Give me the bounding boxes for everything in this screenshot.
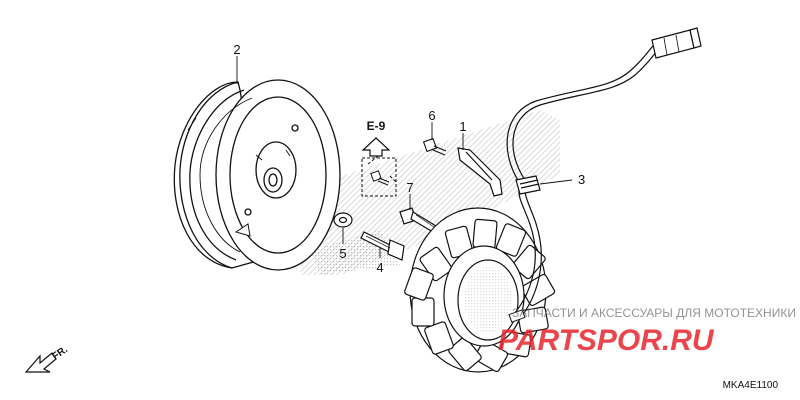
- reference-box: [361, 155, 397, 197]
- bolt-part-6: [422, 137, 447, 156]
- up-arrow-icon: [361, 137, 391, 157]
- drawing-code: MKA4E1100: [723, 380, 779, 391]
- callout-part-2: 2: [233, 42, 240, 57]
- stator-part-3: [404, 207, 556, 373]
- reference-label: E-9: [367, 119, 386, 133]
- wire-connector: [651, 27, 702, 59]
- callout-part-7: 7: [406, 180, 413, 195]
- callout-part-5: 5: [339, 246, 346, 261]
- watermark-tagline: ЗАПЧАСТИ И АКСЕССУАРЫ ДЛЯ МОТОТЕХНИКИ: [512, 306, 796, 320]
- leader-lines: [236, 56, 573, 258]
- flywheel-rotor: [173, 79, 341, 271]
- bolt-part-7: [399, 207, 437, 233]
- watermark-logo: PARTSPOR.RU: [498, 324, 715, 357]
- wire-grommet: [515, 175, 541, 195]
- stator-bolt: [508, 309, 526, 323]
- callout-part-6: 6: [428, 108, 435, 123]
- front-arrow-icon: [24, 352, 57, 373]
- bolt-part-4: [360, 231, 405, 261]
- wire-clamp-part-1: [457, 147, 503, 197]
- callout-part-3: 3: [578, 172, 585, 187]
- washer-part-5: [333, 212, 353, 228]
- bolt-in-reference: [370, 170, 390, 186]
- callout-part-4: 4: [376, 260, 383, 275]
- callout-part-1: 1: [459, 119, 466, 134]
- wire-harness: [506, 43, 661, 319]
